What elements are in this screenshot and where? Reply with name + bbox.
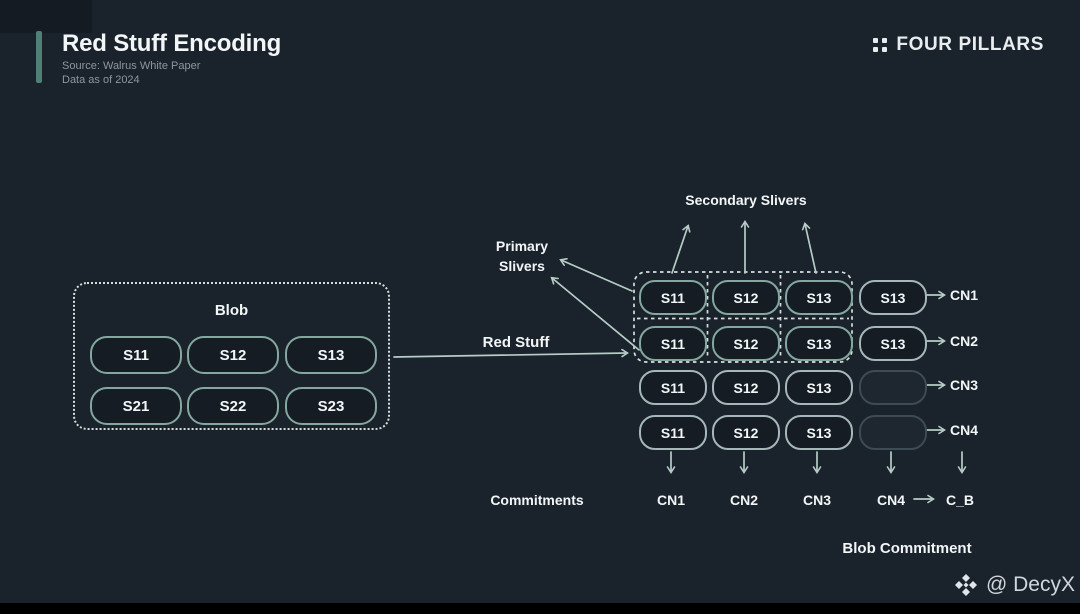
secondary-sliver-arrow-3 [801,222,817,274]
blob-sliver-pill: S11 [90,336,182,374]
matrix-sliver-pill: S12 [712,370,780,405]
secondary-slivers-label: Secondary Slivers [685,192,807,208]
cn-node-label: CN4 [950,422,979,438]
commitment-label: CN1 [656,492,685,508]
brand-name: FOUR PILLARS [896,34,1044,55]
blob-commitment-value: C_B [945,492,974,508]
blob-commitment-label: Blob Commitment [842,540,972,557]
commitments-label: Commitments [490,492,584,508]
four-dots-icon [873,38,888,52]
matrix-sliver-pill: S13 [785,280,853,315]
node-sliver-pill: S13 [859,280,927,315]
node-sliver-pill: S13 [859,326,927,361]
watermark-handle: @ DecyX [985,573,1075,596]
matrix-sliver-pill: S11 [639,280,707,315]
matrix-sliver-pill: S12 [712,326,780,361]
matrix-sliver-pill: S11 [639,415,707,450]
primary-slivers-line2: Slivers [499,258,545,274]
date-line: Data as of 2024 [62,74,140,86]
red-stuff-label: Red Stuff [482,334,550,351]
commitment-label: CN4 [876,492,905,508]
secondary-sliver-arrow-1 [671,224,691,274]
matrix-sliver-pill: S12 [712,415,780,450]
primary-slivers-line1: Primary [495,238,549,254]
page-title: Red Stuff Encoding [62,30,282,57]
blob-sliver-pill: S12 [187,336,279,374]
blob-container [73,282,390,430]
blob-sliver-pill: S13 [285,336,377,374]
top-left-shade [0,0,92,33]
blob-sliver-pill: S22 [187,387,279,425]
matrix-sliver-pill: S12 [712,280,780,315]
cn-node-label: CN1 [950,287,979,303]
cn-node-label: CN2 [950,333,979,349]
four-pillars-logo: FOUR PILLARS [873,34,1044,56]
source-line: Source: Walrus White Paper [62,60,201,72]
matrix-sliver-pill: S13 [785,415,853,450]
blob-sliver-pill: S23 [285,387,377,425]
matrix-sliver-pill: S11 [639,326,707,361]
bottom-letterbox-bar [0,603,1080,614]
commitment-label: CN2 [729,492,758,508]
watermark: @ DecyX [953,572,1075,598]
matrix-sliver-pill: S13 [785,370,853,405]
title-accent-bar [36,31,42,83]
cn-node-label: CN3 [950,377,979,393]
matrix-sliver-pill: S13 [785,326,853,361]
empty-sliver-pill [859,370,927,405]
empty-sliver-pill [859,415,927,450]
commitment-label: CN3 [802,492,831,508]
primary-slivers-label: Primary Slivers [462,236,582,276]
red-stuff-arrow [393,348,629,358]
blob-title: Blob [214,302,249,319]
binance-diamond-icon [954,574,977,596]
blob-sliver-pill: S21 [90,387,182,425]
matrix-sliver-pill: S11 [639,370,707,405]
